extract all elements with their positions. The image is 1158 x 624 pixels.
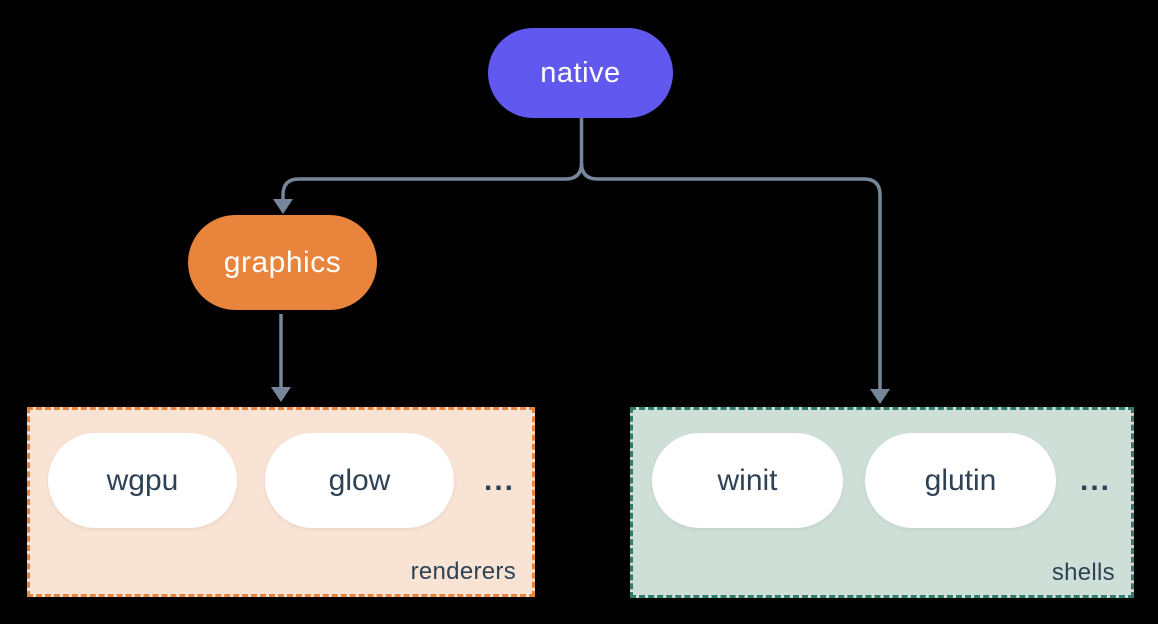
node-glow-label: glow: [328, 463, 391, 497]
group-renderers-label: renderers: [410, 558, 516, 585]
renderers-ellipsis: ...: [484, 463, 516, 497]
shells-ellipsis: ...: [1080, 463, 1112, 497]
node-graphics: graphics: [188, 215, 377, 310]
edge-native-to-shells: [579, 162, 882, 390]
group-shells-label: shells: [1051, 559, 1115, 586]
node-winit: winit: [652, 433, 843, 528]
node-wgpu-label: wgpu: [106, 463, 179, 497]
node-wgpu: wgpu: [48, 433, 237, 528]
node-native-label: native: [540, 56, 621, 89]
arrowhead-renderers: [271, 387, 291, 402]
node-glow: glow: [265, 433, 454, 528]
group-shells: winit glutin ... shells: [630, 407, 1134, 598]
node-graphics-label: graphics: [223, 245, 342, 279]
group-renderers-items: wgpu glow ...: [48, 433, 515, 528]
node-native: native: [488, 28, 673, 118]
edge-native-to-graphics: [281, 117, 584, 200]
node-winit-label: winit: [717, 463, 778, 497]
node-glutin: glutin: [865, 433, 1056, 528]
group-shells-items: winit glutin ...: [652, 433, 1111, 528]
arrowhead-shells: [870, 389, 890, 404]
node-glutin-label: glutin: [924, 463, 997, 497]
group-renderers: wgpu glow ... renderers: [27, 407, 535, 597]
arrowhead-graphics: [273, 199, 293, 214]
